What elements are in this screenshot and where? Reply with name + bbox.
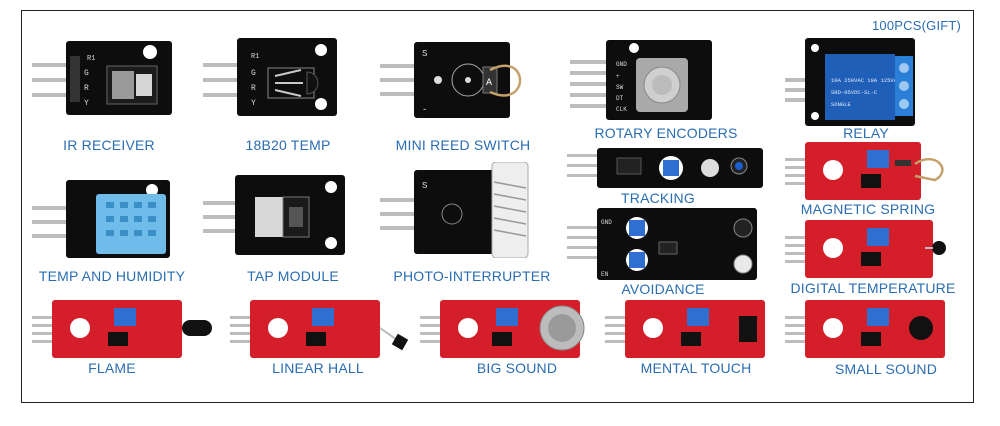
18b20-temp-module-image: R1 GRY <box>203 38 337 116</box>
magnetic-spring-module-image <box>785 142 944 200</box>
svg-text:-: - <box>422 105 427 115</box>
18b20-temp-label: 18B20 TEMP <box>245 137 331 153</box>
tracking-label: TRACKING <box>621 190 695 206</box>
temp-and-humidity-module-image <box>32 180 170 258</box>
svg-text:R: R <box>251 84 256 93</box>
photo-interrupter-module-image: S <box>380 162 529 258</box>
mental-touch-module-image <box>605 300 765 358</box>
svg-text:G: G <box>251 69 256 78</box>
relay-label: RELAY <box>843 125 889 141</box>
mental-touch-label: MENTAL TOUCH <box>640 360 752 376</box>
svg-text:G: G <box>84 69 89 78</box>
svg-text:EN: EN <box>601 271 609 278</box>
rotary-encoders-label: ROTARY ENCODERS <box>594 125 738 141</box>
gift-note: 100PCS(GIFT) <box>872 18 962 33</box>
big-sound-module-image <box>420 300 585 358</box>
ir-receiver-label: IR RECEIVER <box>63 137 155 153</box>
svg-text:GND: GND <box>616 61 627 68</box>
relay-text-2: SRD-05VDC-SL-C <box>831 89 878 96</box>
svg-text:GND: GND <box>601 219 612 226</box>
small-sound-module-image <box>785 300 945 358</box>
svg-text:R1: R1 <box>251 53 259 61</box>
svg-text:R1: R1 <box>87 55 95 63</box>
avoidance-module-image: GND EN <box>567 208 757 280</box>
flame-label: FLAME <box>88 360 136 376</box>
relay-text-3: SONGLE <box>831 101 852 108</box>
svg-text:SW: SW <box>616 84 624 91</box>
svg-text:S: S <box>422 181 427 191</box>
magnetic-spring-label: MAGNETIC SPRING <box>800 201 936 217</box>
digital-temperature-label: DIGITAL TEMPERATURE <box>790 280 956 296</box>
temp-and-humidity-label: TEMP AND HUMIDITY <box>38 268 186 284</box>
tap-module-label: TAP MODULE <box>247 268 339 284</box>
tracking-module-image <box>567 148 763 188</box>
svg-text:DT: DT <box>616 95 624 102</box>
relay-module-image: 10A 250VAC 10A 125VAC SRD-05VDC-SL-C SON… <box>785 38 915 126</box>
rotary-encoder-module-image: GND + SW DT CLK <box>570 40 712 120</box>
svg-text:Y: Y <box>84 99 89 108</box>
svg-text:CLK: CLK <box>616 106 627 113</box>
photo-interrupter-label: PHOTO-INTERRUPTER <box>393 268 551 284</box>
mini-reed-switch-module-image: S - A <box>380 42 522 118</box>
flame-module-image <box>32 300 212 358</box>
relay-text-1: 10A 250VAC 10A 125VAC <box>831 77 901 84</box>
linear-hall-label: LINEAR HALL <box>272 360 364 376</box>
svg-text:S: S <box>422 49 427 59</box>
svg-text:Y: Y <box>251 99 256 108</box>
svg-text:A: A <box>486 78 492 89</box>
big-sound-label: BIG SOUND <box>476 360 558 376</box>
mini-reed-switch-label: MINI REED SWITCH <box>395 137 531 153</box>
svg-text:R: R <box>84 84 89 93</box>
digital-temperature-module-image <box>785 220 946 278</box>
linear-hall-module-image <box>230 300 409 358</box>
tap-module-image <box>203 175 345 255</box>
avoidance-label: AVOIDANCE <box>621 281 705 297</box>
svg-text:+: + <box>616 73 620 80</box>
ir-receiver-module-image: R1 GRY <box>32 41 172 115</box>
small-sound-label: SMALL SOUND <box>834 361 938 377</box>
